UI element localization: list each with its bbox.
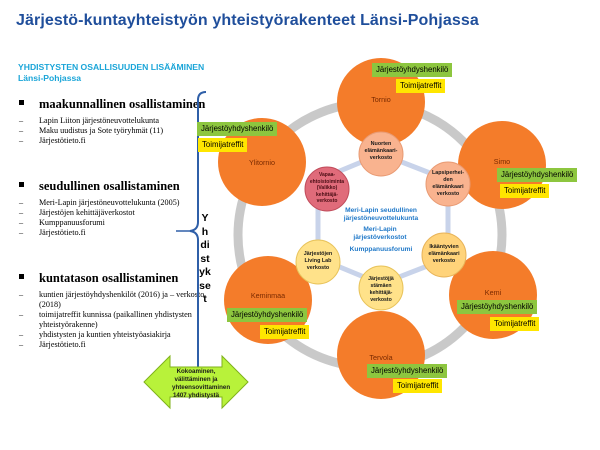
municipality-circle-keminmaa bbox=[224, 256, 312, 344]
network-label-vapaaehtoistoiminta: Vapaa-ehtoistoiminta (Valikko) kehittäjä… bbox=[309, 172, 345, 205]
list-item: –Meri-Lapin järjestöneuvottelukunta (200… bbox=[19, 198, 180, 207]
network-circle-stamaen bbox=[358, 265, 404, 311]
meet-box-simo: Toimijatreffit bbox=[500, 184, 550, 198]
list-item: –Lapin Liiton järjestöneuvottelukunta bbox=[19, 116, 160, 125]
meet-box-kemi: Toimijatreffit bbox=[490, 317, 540, 331]
list-item: –Järjestöjen kehittäjäverkostot bbox=[19, 208, 135, 217]
bullet-square-icon bbox=[19, 182, 24, 187]
municipality-label-keminmaa: Keminmaa bbox=[250, 291, 286, 300]
section-heading: maakunnallinen osallistaminen bbox=[18, 98, 208, 111]
contact-box-tervola: Järjestöyhdyshenkilö bbox=[367, 364, 448, 378]
vertical-label: Yhdistykset bbox=[199, 212, 211, 305]
center-text-neuvottelukunta: Meri-Lapin seudullinen järjestöneuvottel… bbox=[343, 207, 419, 222]
contact-box-tornio: Järjestöyhdyshenkilö bbox=[372, 63, 453, 77]
contact-box-ylitornio: Järjestöyhdyshenkilö bbox=[197, 122, 278, 136]
municipality-label-kemi: Kemi bbox=[484, 288, 502, 297]
section-heading-text: seudullinen osallistaminen bbox=[39, 179, 180, 193]
bullet-square-icon bbox=[19, 274, 24, 279]
network-label-lapsiperheet: Lapsiperhei-den elämänkaari verkosto bbox=[431, 170, 465, 197]
double-arrow-shape bbox=[143, 354, 249, 410]
section-heading-text: kuntatason osallistaminen bbox=[39, 271, 179, 285]
network-label-ikaantyvat: Ikääntyvien elämänkaari verkosto bbox=[428, 244, 460, 264]
section-heading: kuntatason osallistaminen bbox=[18, 272, 208, 285]
network-label-stamaen: Järjestöjjä stämäen kehittäjä-verkosto bbox=[368, 276, 394, 303]
network-circle-ikaantyvat bbox=[421, 232, 467, 278]
list-item: –Järjestötieto.fi bbox=[19, 228, 86, 237]
municipality-label-tervola: Tervola bbox=[369, 353, 393, 362]
list-item: –Kumppanuusforumi bbox=[19, 218, 105, 227]
center-text-kumppanuusforumi: Kumppanuusforumi bbox=[349, 246, 413, 253]
list-item: –Järjestötieto.fi bbox=[19, 340, 86, 349]
municipality-label-tornio: Tornio bbox=[371, 95, 391, 104]
list-item: –Maku uudistus ja Sote työryhmät (11) bbox=[19, 126, 164, 135]
list-item: –yhdistysten ja kuntien yhteistyöasiakir… bbox=[19, 330, 171, 339]
network-circle-lapsiperheet bbox=[425, 161, 471, 207]
network-label-nuoret: Nuorten elämänkaari-verkosto bbox=[364, 141, 398, 161]
section-maakunnallinen: maakunnallinen osallistaminen –Lapin Lii… bbox=[18, 98, 208, 146]
contact-box-simo: Järjestöyhdyshenkilö bbox=[497, 168, 578, 182]
network-circle-vapaaehtoistoiminta bbox=[304, 166, 350, 212]
network-circle-nuoret bbox=[358, 131, 404, 177]
meet-box-ylitornio: Toimijatreffit bbox=[198, 138, 248, 152]
municipality-label-simo: Simo bbox=[493, 157, 511, 166]
section-heading-text: maakunnallinen osallistaminen bbox=[39, 97, 206, 111]
center-text-verkostot: Meri-Lapin järjestöverkostot bbox=[353, 226, 407, 241]
municipality-label-ylitornio: Ylitornio bbox=[249, 158, 275, 167]
subtitle: YHDISTYSTEN OSALLISUUDEN LISÄÄMINEN Läns… bbox=[18, 62, 205, 83]
section-heading: seudullinen osallistaminen bbox=[18, 180, 208, 193]
contact-box-keminmaa: Järjestöyhdyshenkilö bbox=[227, 308, 308, 322]
bullet-square-icon bbox=[19, 100, 24, 105]
list-item: –Järjestötieto.fi bbox=[19, 136, 86, 145]
network-circle-livinglab bbox=[295, 239, 341, 285]
section-seudullinen: seudullinen osallistaminen –Meri-Lapin j… bbox=[18, 180, 208, 238]
contact-box-kemi: Järjestöyhdyshenkilö bbox=[457, 300, 538, 314]
page-title: Järjestö-kuntayhteistyön yhteistyörakent… bbox=[16, 12, 479, 29]
meet-box-tornio: Toimijatreffit bbox=[396, 79, 446, 93]
list-item: –toimijatreffit kunnissa (paikallinen yh… bbox=[19, 310, 192, 329]
list-item: –kuntien järjestöyhdyshenkilöt (2016) ja… bbox=[19, 290, 205, 309]
arrow-text: Kokoaminen, välittäminen ja yhteensovitt… bbox=[172, 368, 231, 399]
meet-box-tervola: Toimijatreffit bbox=[393, 379, 443, 393]
meet-box-keminmaa: Toimijatreffit bbox=[260, 325, 310, 339]
section-kuntataso: kuntatason osallistaminen –kuntien järje… bbox=[18, 272, 208, 350]
network-label-livinglab: Järjestöjen Living Lab verkosto bbox=[303, 251, 333, 271]
